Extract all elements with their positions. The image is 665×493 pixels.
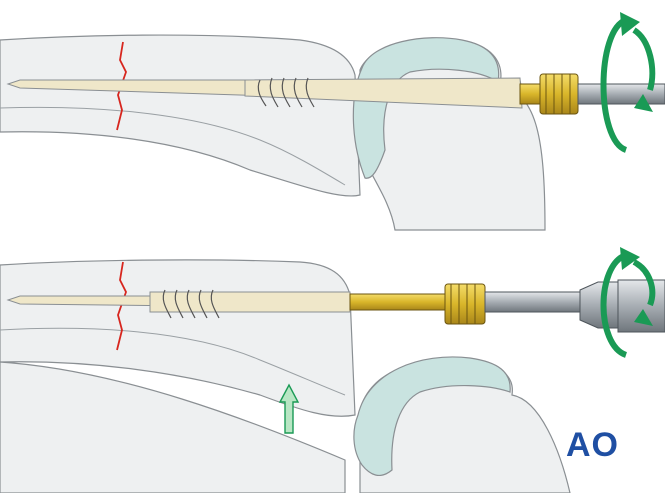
top-phalanx-bone — [0, 34, 361, 197]
up-arrow-icon — [278, 383, 300, 434]
bottom-phalanx-cortex-line — [0, 327, 346, 396]
top-panel — [0, 12, 665, 231]
bottom-cartilage — [353, 356, 511, 477]
rotation-arrow-icon — [600, 12, 656, 153]
bottom-screwdriver — [484, 279, 665, 333]
top-screw-tip-threads — [257, 77, 315, 108]
rotation-arrow-icon-bottom — [600, 247, 656, 358]
bottom-screw-tip-threads — [162, 289, 220, 319]
ao-logo: AO — [566, 426, 619, 464]
bottom-wire-shaft — [149, 291, 351, 313]
bottom-panel — [0, 247, 665, 493]
bottom-metacarpal-shaft — [0, 361, 346, 493]
bottom-screw-body — [349, 283, 486, 325]
top-wire-shaft — [244, 77, 523, 109]
top-cartilage — [352, 37, 500, 179]
top-screw-head — [519, 73, 579, 115]
top-phalanx-cortex-line — [0, 106, 346, 186]
